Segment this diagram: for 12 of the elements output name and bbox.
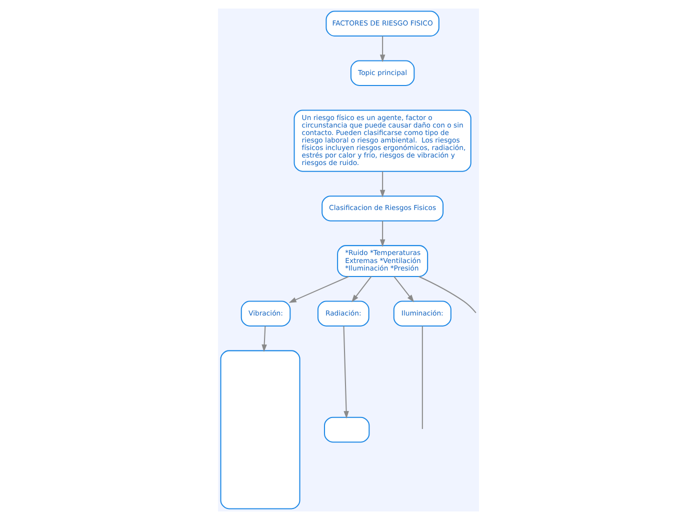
node-box	[323, 416, 370, 443]
arrow	[379, 36, 385, 62]
arrow	[288, 276, 348, 303]
connector	[421, 326, 422, 429]
node-box	[220, 350, 300, 510]
arrow	[261, 326, 266, 352]
arrow	[379, 172, 385, 198]
arrow	[379, 221, 385, 247]
arrow	[393, 276, 414, 302]
connector	[418, 276, 476, 314]
arrow	[342, 326, 348, 419]
arrow	[351, 276, 372, 302]
